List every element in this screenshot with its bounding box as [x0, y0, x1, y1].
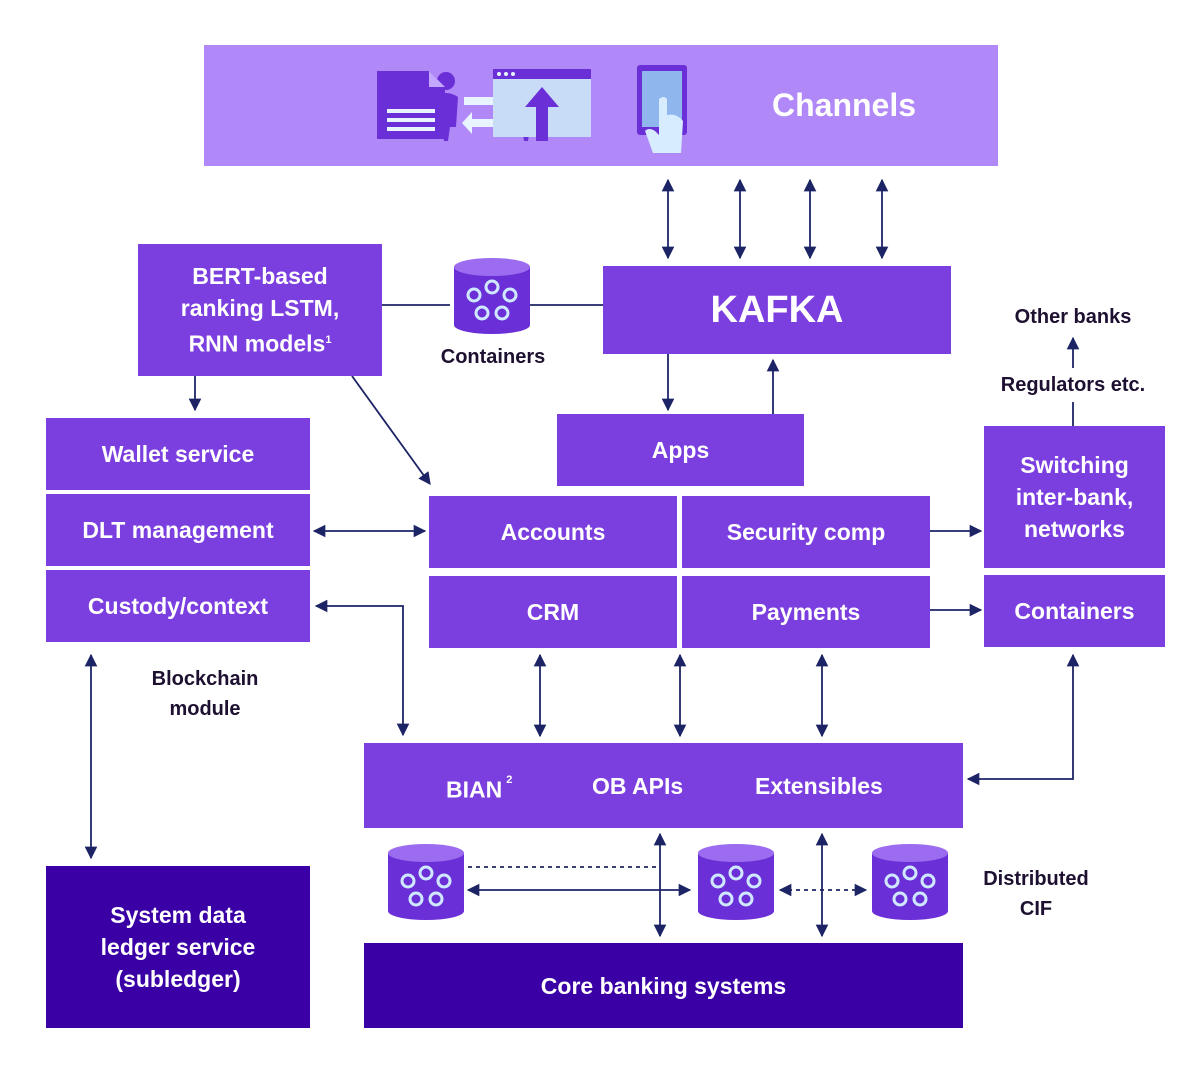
- cif-line-1: Distributed: [983, 868, 1089, 890]
- dlt-management-box: DLT management: [46, 494, 310, 566]
- containers-right-box: Containers: [984, 575, 1165, 647]
- ledger-line-2: ledger service: [100, 934, 256, 960]
- ledger-line-1: System data: [110, 902, 246, 928]
- switching-line-1: Switching: [1020, 452, 1129, 478]
- distributed-cif-label: Distributed CIF: [966, 864, 1106, 924]
- crm-box: CRM: [429, 576, 677, 648]
- apps-box: Apps: [557, 414, 804, 486]
- regulators-label: Regulators etc.: [1000, 374, 1146, 396]
- blockchain-module-label: Blockchain module: [130, 664, 280, 724]
- tablet-touch-icon: [637, 65, 689, 162]
- extensibles-label: Extensibles: [755, 773, 883, 799]
- document-icon: [377, 71, 445, 144]
- containers-api-arrow: [966, 653, 1080, 786]
- wallet-service-box: Wallet service: [46, 418, 310, 490]
- bian-text: BIAN: [446, 776, 503, 803]
- switching-box: Switching inter-bank, networks: [984, 426, 1165, 568]
- bert-accounts-arrow: [351, 375, 431, 486]
- bert-line-1: BERT-based: [192, 263, 328, 290]
- switching-line-3: networks: [1024, 516, 1125, 542]
- cif-cylinder-1: [388, 844, 464, 920]
- ob-apis-label: OB APIs: [592, 773, 684, 799]
- core-banking-box: Core banking systems: [364, 943, 963, 1028]
- ledger-line-3: (subledger): [115, 966, 241, 992]
- blockchain-label-line-1: Blockchain: [151, 668, 259, 690]
- bert-footnote: 1: [325, 334, 332, 347]
- ledger-service-box: System data ledger service (subledger): [46, 866, 310, 1028]
- bian-footnote: 2: [506, 774, 513, 786]
- channels-banner: Channels: [204, 45, 998, 166]
- cif-cylinder-2: [698, 844, 774, 920]
- security-comp-box: Security comp: [682, 496, 930, 568]
- custody-context-box: Custody/context: [46, 570, 310, 642]
- other-banks-label: Other banks: [1014, 306, 1132, 328]
- containers-top-label: Containers: [440, 346, 546, 368]
- bert-models-box: BERT-based ranking LSTM, RNN models1: [138, 244, 382, 376]
- payments-box: Payments: [682, 576, 930, 648]
- cif-line-2: CIF: [1019, 898, 1053, 920]
- kafka-box: KAFKA: [603, 266, 951, 354]
- accounts-box: Accounts: [429, 496, 677, 568]
- custody-api-arrow: [314, 599, 410, 737]
- containers-cylinder-top: [454, 258, 530, 334]
- bert-line-3-text: RNN models: [188, 330, 326, 357]
- bert-line-2: ranking LSTM,: [180, 295, 340, 322]
- switching-line-2: inter-bank,: [1015, 484, 1134, 510]
- cif-cylinder-3: [872, 844, 948, 920]
- browser-upload-icon: [493, 69, 591, 153]
- bert-line-3: RNN models1: [189, 324, 332, 360]
- channels-title: Channels: [772, 87, 917, 123]
- blockchain-label-line-2: module: [169, 698, 241, 720]
